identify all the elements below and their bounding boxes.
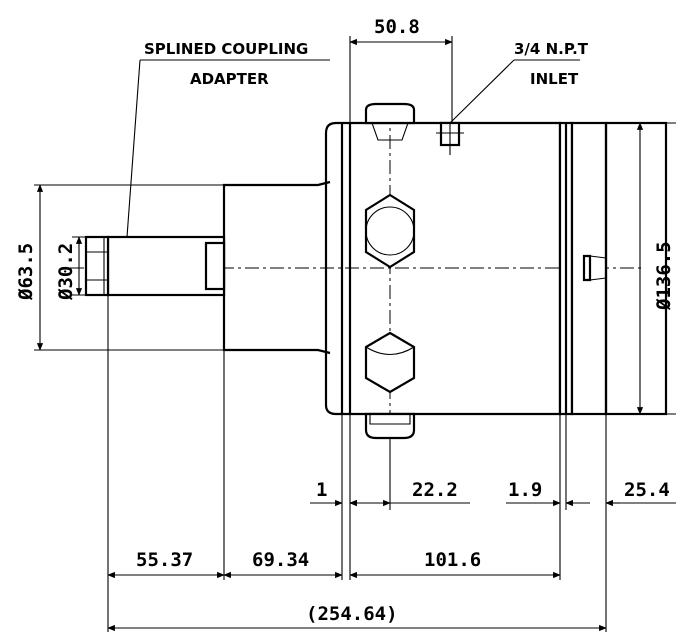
inlet-callout-line1: 3/4 N.P.T (514, 40, 589, 58)
coupling-callout-line1: SPLINED COUPLING (144, 40, 308, 58)
dim-gap-1: 1 (316, 479, 327, 501)
hex-port-upper (364, 193, 416, 269)
inlet-fitting (436, 121, 464, 155)
dim-rear-cap: 25.4 (624, 479, 670, 501)
rear-cap (570, 121, 608, 416)
dim-body-length: 101.6 (424, 549, 481, 571)
callout-labels: SPLINED COUPLING ADAPTER 3/4 N.P.T INLET (144, 40, 589, 88)
coupling-callout-line2: ADAPTER (190, 70, 269, 88)
spline-coupling (84, 235, 110, 297)
rear-fitting (582, 254, 607, 282)
dimension-labels: 50.8 Ø63.5 Ø30.2 Ø136.5 1 22.2 1.9 25.4 … (15, 16, 675, 625)
body-housing (324, 121, 562, 416)
top-bolt-head (364, 102, 416, 125)
dim-body-diameter: Ø136.5 (653, 241, 675, 311)
dim-pilot-length: 69.34 (252, 549, 309, 571)
hex-port-lower (364, 331, 416, 394)
dim-shaft-length: 55.37 (136, 549, 193, 571)
dim-top-width: 50.8 (374, 16, 420, 38)
dim-overall-length: (254.64) (306, 603, 398, 625)
inlet-callout-line2: INLET (530, 70, 579, 88)
dim-bolt-offset: 22.2 (412, 479, 458, 501)
leader-lines (126, 59, 580, 238)
dimension-lines (36, 38, 676, 632)
shaft-tip (204, 241, 226, 291)
dim-outer-shaft-diameter: Ø63.5 (15, 243, 37, 301)
bottom-bolt-head (364, 412, 416, 440)
motor-outline (70, 102, 668, 440)
dim-spline-diameter: Ø30.2 (55, 243, 77, 301)
dim-gap-2: 1.9 (508, 479, 542, 501)
